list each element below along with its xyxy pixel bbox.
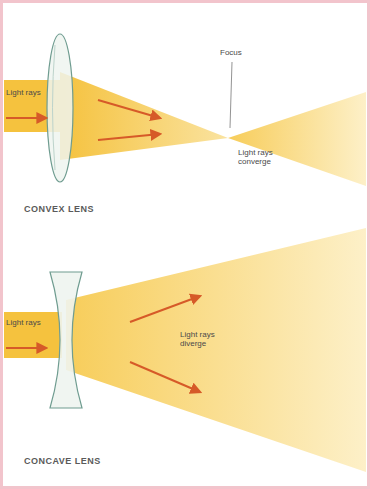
incoming-beam xyxy=(4,312,62,358)
converging-beam xyxy=(60,72,228,160)
lens-caption: CONCAVE LENS xyxy=(24,456,154,466)
leader-line xyxy=(230,62,232,128)
concave-lens xyxy=(50,272,82,408)
light-arrow xyxy=(130,362,200,392)
light-arrow xyxy=(6,117,46,119)
beam-label: Light rays xyxy=(6,318,48,327)
convex-lens xyxy=(47,34,73,182)
beam-label: Light rays diverge xyxy=(180,330,240,348)
light-arrow xyxy=(98,134,160,140)
light-arrow xyxy=(6,347,46,349)
lens-caption: CONVEX LENS xyxy=(24,204,144,214)
light-arrow xyxy=(130,296,200,322)
light-arrow xyxy=(98,100,160,118)
beam-label: Light rays converge xyxy=(238,148,298,166)
beam-label: Light rays xyxy=(6,88,48,97)
lens-highlight xyxy=(53,45,56,170)
diverging-beam xyxy=(228,92,366,186)
diverging-beam xyxy=(66,228,366,472)
focus-label: Focus xyxy=(220,48,260,57)
